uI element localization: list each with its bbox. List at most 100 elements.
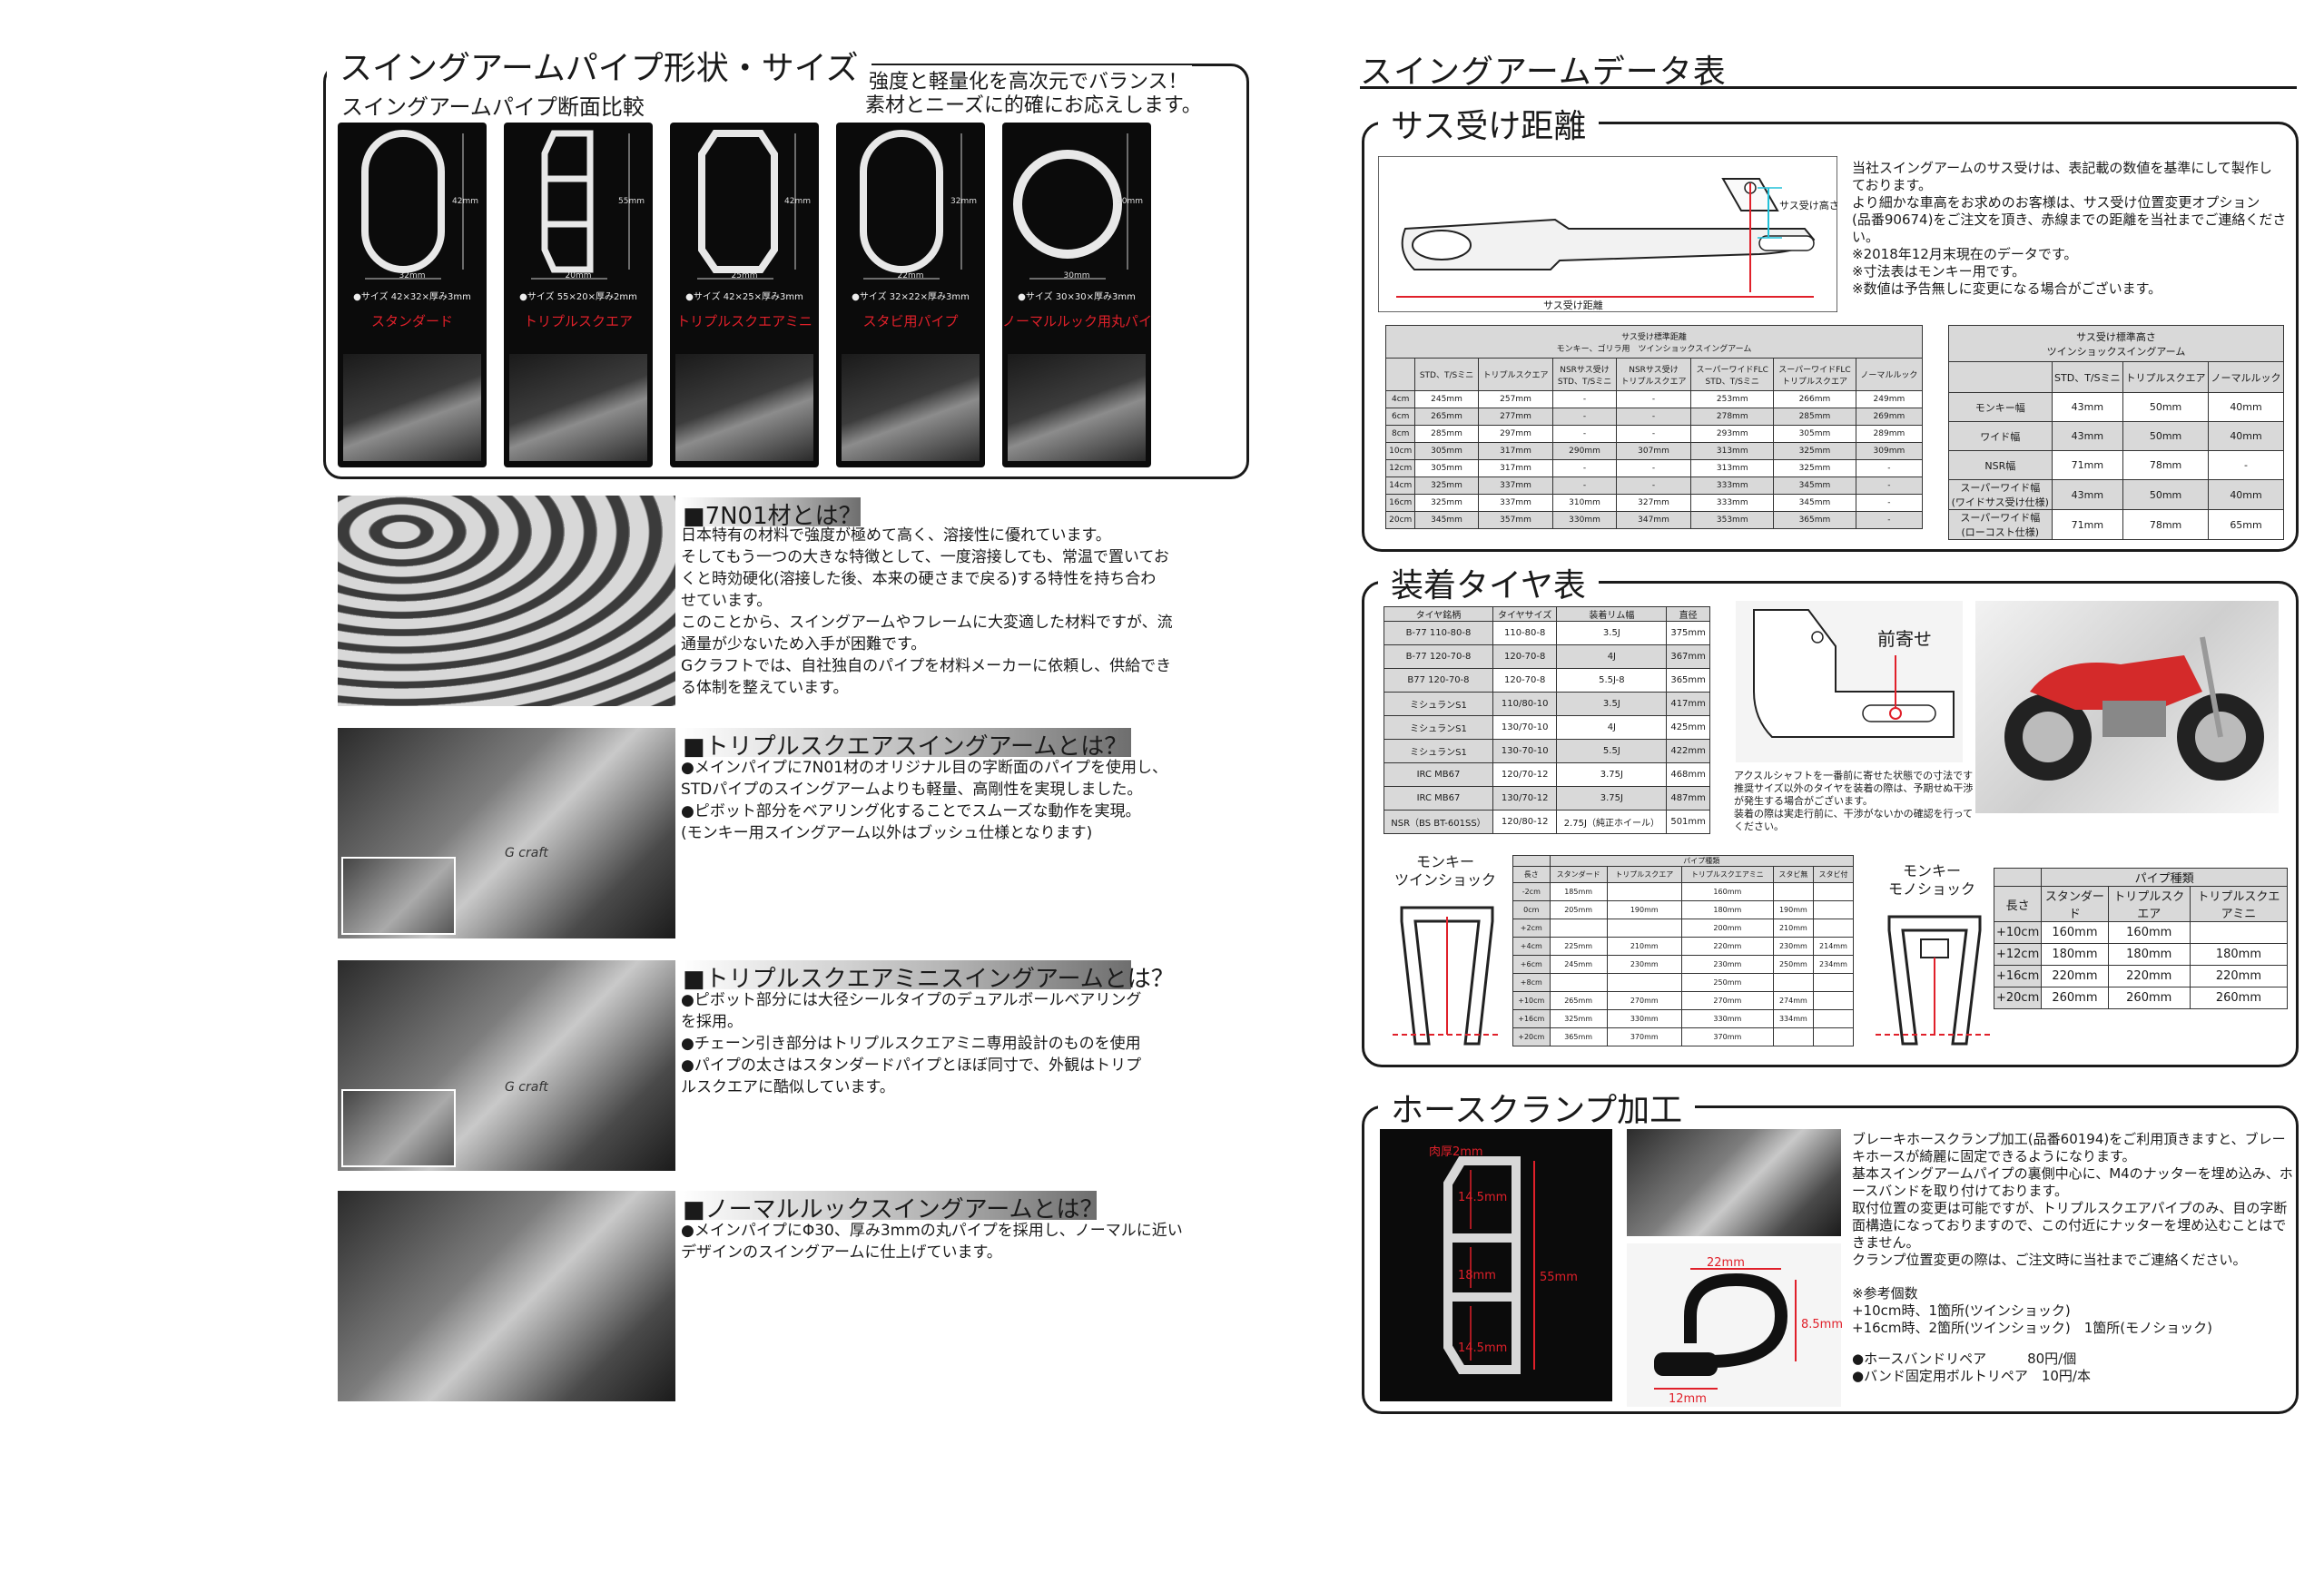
table-cell: 422mm — [1666, 739, 1710, 763]
table-header-cell: STD、T/Sミニ — [2051, 361, 2124, 393]
table-cell — [1606, 973, 1682, 992]
table-cell: +10cm — [1512, 991, 1551, 1010]
hose-pipe-section-photo — [1380, 1129, 1612, 1401]
table-cell: NSR幅 — [1948, 450, 2053, 480]
table-cell: 330mm — [1680, 1009, 1774, 1028]
table-header-cell: トリプルスクエアミニ — [2189, 886, 2289, 922]
table-header-cell: スーパーワイドFLC STD、T/Sミニ — [1690, 358, 1775, 391]
table-cell: 375mm — [1666, 621, 1710, 645]
table-header-cell: トリプルスクエアミニ — [1680, 866, 1774, 883]
table-cell: 305mm — [1414, 442, 1479, 460]
table-cell: - — [1855, 477, 1924, 495]
table-cell: 3.75J — [1556, 786, 1668, 811]
table-header-cell — [1948, 361, 2053, 393]
sus-length-label: サス受け距離 — [1543, 300, 1603, 311]
pipe-height-label: 30mm — [1117, 197, 1143, 206]
table-header-cell: スタビ無 — [1772, 866, 1814, 883]
bike-illustration — [2004, 636, 2264, 781]
hose-thickness-label: 肉厚2mm — [1429, 1145, 1483, 1159]
table-cell: 257mm — [1477, 390, 1554, 408]
table-cell: 220mm — [1680, 937, 1774, 956]
mono-shock-diagram — [1876, 915, 1994, 1046]
table-cell: 225mm — [1549, 937, 1608, 956]
table-cell: 293mm — [1690, 425, 1775, 443]
pipe-cross-section-icon — [697, 130, 796, 280]
table-cell: 290mm — [1552, 442, 1617, 460]
table-cell: 337mm — [1477, 477, 1554, 495]
table-header-cell: サス受け標準距離 モンキー、ゴリラ用 ツインショックスイングアーム — [1385, 325, 1923, 359]
pipe-size: ●サイズ 32×22×厚み3mm — [852, 292, 970, 302]
table-header-cell: サス受け標準高さ ツインショックスイングアーム — [1948, 325, 2284, 362]
pipe-height-label: 42mm — [784, 197, 811, 206]
table-cell: 12cm — [1384, 459, 1416, 477]
table-cell: +16cm — [1512, 1009, 1551, 1028]
table-cell: 330mm — [1552, 511, 1617, 529]
table-header-cell: スタンダード — [1549, 866, 1608, 883]
table-cell: B77 120-70-8 — [1384, 668, 1493, 693]
pipe-section-subtitle: スイングアームパイプ断面比較 — [341, 94, 645, 120]
pipe-name: スタンダード — [370, 313, 453, 329]
table-cell: 6cm — [1384, 408, 1416, 426]
table-cell — [1549, 919, 1608, 938]
table-cell: 130/70-12 — [1492, 786, 1558, 811]
table-cell — [1812, 973, 1855, 992]
table-cell: 345mm — [1773, 494, 1856, 512]
table-cell: 120-70-8 — [1492, 668, 1558, 693]
table-cell: 334mm — [1772, 1009, 1814, 1028]
table-header-cell: パイプ種類 — [1549, 855, 1855, 867]
table-cell: 289mm — [1855, 425, 1924, 443]
table-cell: 333mm — [1690, 477, 1775, 495]
table-header-cell: トリプルスクエア — [2122, 361, 2210, 393]
triple-square-mini-inset-photo — [341, 1089, 456, 1167]
table-cell: 325mm — [1414, 494, 1479, 512]
table-cell: - — [1615, 408, 1692, 426]
table-cell — [1812, 1027, 1855, 1046]
table-cell: 357mm — [1477, 511, 1554, 529]
table-cell: 160mm — [2041, 921, 2109, 944]
pipe-width-label: 30mm — [1063, 271, 1090, 280]
table-header-cell: タイヤサイズ — [1492, 606, 1558, 622]
table-cell: NSR（BS BT-601SS） — [1384, 810, 1493, 834]
table-cell: - — [1552, 408, 1617, 426]
table-cell: 65mm — [2208, 509, 2284, 540]
table-cell: 5.5J-8 — [1556, 668, 1668, 693]
table-cell: 40mm — [2208, 479, 2284, 510]
table-cell: 14cm — [1384, 477, 1416, 495]
hose-price-line-2: ●バンド固定用ボルトリペア 10円/本 — [1852, 1368, 2091, 1384]
article-text-normal-look: ●メインパイプにΦ30、厚み3mmの丸パイプを採用し、ノーマルに近い デザインの… — [681, 1222, 1183, 1262]
table-cell: 274mm — [1772, 991, 1814, 1010]
pipe-name: トリプルスクエアミニ — [676, 313, 812, 329]
table-cell: 265mm — [1549, 991, 1608, 1010]
normal-look-photo — [338, 1191, 675, 1401]
pipe-height-label: 42mm — [452, 197, 478, 206]
hose-mid-label: 18mm — [1458, 1269, 1496, 1282]
table-cell: +16cm — [1993, 965, 2043, 987]
hose-clamp-installed-photo — [1627, 1129, 1841, 1236]
triple-square-inset-photo — [341, 857, 456, 935]
table-cell: 297mm — [1477, 425, 1554, 443]
table-cell: 220mm — [2107, 965, 2191, 987]
hose-count-line-2: +16cm時、2箇所(ツインショック) 1箇所(モノショック) — [1852, 1320, 2213, 1336]
hose-clamp-part-photo — [1627, 1243, 1841, 1407]
table-header-cell: スタンダード — [2041, 886, 2109, 922]
table-cell: 278mm — [1690, 408, 1775, 426]
table-cell: ワイド幅 — [1948, 421, 2053, 451]
table-header-cell — [1993, 868, 2043, 887]
pipe-name: ノーマルルック用丸パイプ — [1002, 313, 1151, 329]
table-cell: 234mm — [1812, 955, 1855, 974]
pipe-width-label: 20mm — [565, 271, 592, 280]
table-header-cell: NSRサス受け STD、T/Sミニ — [1552, 358, 1617, 391]
clamp-height-label: 8.5mm — [1801, 1318, 1844, 1331]
twin-shock-label: モンキー ツインショック — [1394, 853, 1497, 889]
table-cell: 468mm — [1666, 762, 1710, 787]
table-cell: 160mm — [1680, 882, 1774, 901]
